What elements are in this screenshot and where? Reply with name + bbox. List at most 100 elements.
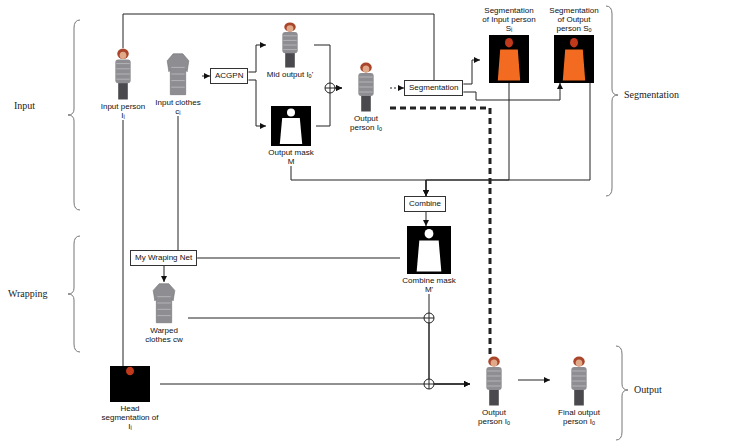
section-label: Wrapping xyxy=(8,288,48,300)
sum-circle xyxy=(325,83,335,93)
sum-cross xyxy=(424,379,434,389)
mask-picture xyxy=(407,226,451,274)
image-caption: Segmentation of Input person Sᵢ xyxy=(480,6,538,33)
connector xyxy=(291,166,426,196)
sum-symbol xyxy=(424,313,434,323)
person-hair xyxy=(488,357,500,367)
clothes-stripe xyxy=(157,296,170,297)
top-stripe xyxy=(572,386,585,387)
top-stripe xyxy=(283,45,296,46)
top-stripe xyxy=(487,371,500,372)
connector xyxy=(248,80,266,126)
image-caption: Output person Iₒ xyxy=(470,408,518,426)
person-picture xyxy=(482,356,506,406)
top-stripe xyxy=(116,79,129,80)
person-top xyxy=(486,367,501,390)
process-box: ACGPN xyxy=(210,68,248,84)
person-picture xyxy=(567,356,591,406)
top-stripe xyxy=(359,87,372,88)
image-caption: Segmentation of Output person Sₒ xyxy=(545,6,603,33)
connector xyxy=(518,380,550,381)
image-node: Segmentation of Input person Sᵢ xyxy=(480,6,538,83)
silhouette-body xyxy=(417,240,442,271)
section-label: Input xyxy=(14,100,35,112)
image-caption: Head segmentation of Iᵢ xyxy=(100,404,160,431)
person-legs xyxy=(361,95,371,112)
connector xyxy=(426,212,427,226)
segmentation-bracket xyxy=(606,6,618,196)
clothes-picture xyxy=(166,52,190,96)
person-picture xyxy=(111,48,135,100)
person-picture xyxy=(354,62,378,112)
connector xyxy=(316,88,342,126)
process-box: Segmentation xyxy=(404,80,463,96)
silhouette-head xyxy=(505,38,513,48)
top-stripe xyxy=(359,77,372,78)
sum-circle xyxy=(424,379,434,389)
mask-picture xyxy=(271,106,311,146)
top-stripe xyxy=(572,376,585,377)
clothes-shape xyxy=(153,284,175,323)
image-caption: Input clothes cᵢ xyxy=(154,98,202,116)
top-stripe xyxy=(116,63,129,64)
connector xyxy=(248,45,266,72)
person-face xyxy=(491,360,498,367)
person-top xyxy=(282,32,297,53)
clothes-stripe xyxy=(171,67,184,68)
image-node: Output person Iₒ xyxy=(470,356,518,426)
top-stripe xyxy=(487,381,500,382)
seg-picture xyxy=(489,35,529,83)
connector xyxy=(188,318,470,384)
clothes-picture xyxy=(152,282,176,324)
silhouette-head xyxy=(287,108,295,116)
connector xyxy=(164,266,165,282)
image-node: Final output person Iₒ xyxy=(550,356,608,426)
sum-symbol xyxy=(325,83,335,93)
connector xyxy=(202,76,210,77)
top-stripe xyxy=(116,68,129,69)
person-legs xyxy=(285,52,295,67)
connector xyxy=(123,120,124,366)
top-stripe xyxy=(359,92,372,93)
top-stripe xyxy=(487,386,500,387)
silhouette-head xyxy=(425,229,434,239)
image-node: Input clothes cᵢ xyxy=(154,52,202,116)
head-shape xyxy=(126,367,134,376)
box-text: Combine xyxy=(409,199,441,209)
clothes-shape xyxy=(167,54,189,95)
person-face xyxy=(287,25,294,31)
silhouette-body xyxy=(498,49,520,80)
image-caption: Mid output Iₒ' xyxy=(266,70,314,79)
section-label: Segmentation xyxy=(624,89,679,101)
person-hair xyxy=(573,357,585,367)
box-text: ACGPN xyxy=(215,71,243,81)
image-caption: Input person Iᵢ xyxy=(99,102,147,120)
top-stripe xyxy=(283,40,296,41)
clothes-stripe xyxy=(157,309,170,310)
head-ground xyxy=(110,366,150,402)
output-bracket xyxy=(616,346,628,440)
section-label: Output xyxy=(634,384,662,396)
image-caption: Output person Iₒ xyxy=(342,114,390,132)
seg-picture xyxy=(554,35,594,83)
top-stripe xyxy=(572,381,585,382)
person-face xyxy=(363,66,370,73)
connector xyxy=(426,83,590,196)
mask-ground xyxy=(271,106,311,146)
mask-ground xyxy=(407,226,451,274)
person-picture xyxy=(278,22,302,68)
mask-ground xyxy=(554,35,594,83)
person-legs xyxy=(489,389,499,406)
sum-circle xyxy=(424,313,434,323)
connector xyxy=(463,83,560,100)
connector xyxy=(197,258,400,259)
process-box: Combine xyxy=(404,196,446,212)
connector xyxy=(463,60,480,84)
person-face xyxy=(120,52,127,59)
mask-ground xyxy=(489,35,529,83)
box-text: My Wraping Net xyxy=(135,253,192,263)
silhouette-body xyxy=(563,49,585,80)
top-stripe xyxy=(572,371,585,372)
image-node: Mid output Iₒ' xyxy=(266,22,314,79)
